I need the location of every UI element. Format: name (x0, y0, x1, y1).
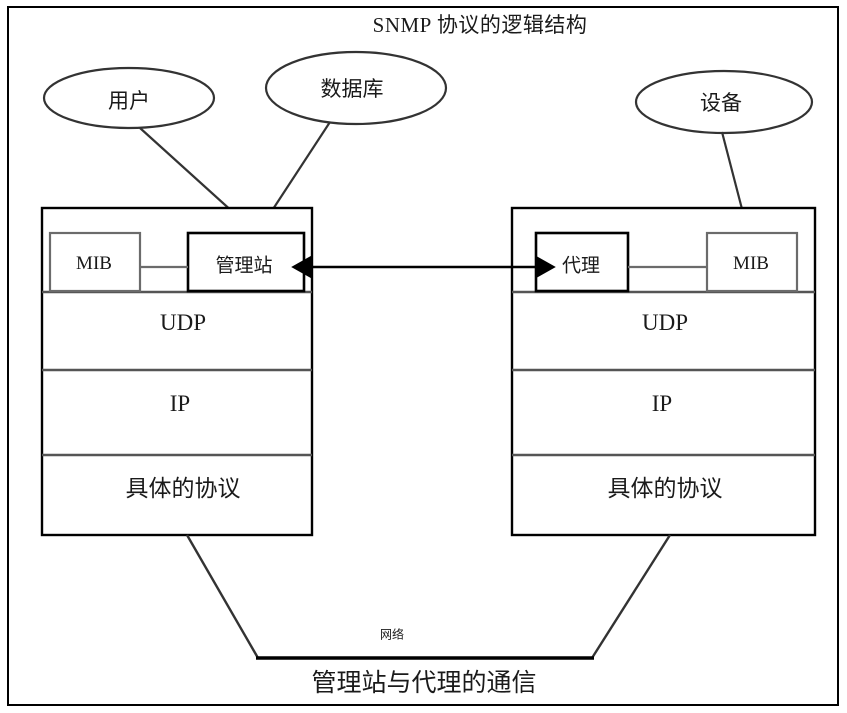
manager-ip-label: IP (169, 391, 191, 416)
diagram-title: SNMP 协议的逻辑结构 (372, 13, 588, 37)
manager-udp-label: UDP (159, 310, 207, 335)
manager-mib-label: MIB (76, 253, 112, 274)
agent-ip-label: IP (651, 391, 673, 416)
diagram-caption: 管理站与代理的通信 (311, 670, 537, 697)
manager-station-label: 管理站 (215, 255, 273, 277)
diagram-outer-frame (7, 6, 839, 706)
agent-mib-label: MIB (733, 253, 769, 274)
agent-udp-label: UDP (641, 310, 689, 335)
network-label: 网络 (379, 627, 405, 642)
agent-proto-label: 具体的协议 (607, 476, 723, 501)
ellipse-user-label: 用户 (108, 89, 150, 113)
agent-agent-label: 代理 (561, 255, 601, 277)
manager-proto-label: 具体的协议 (125, 476, 241, 501)
ellipse-database-label: 数据库 (320, 77, 384, 101)
ellipse-device-label: 设备 (700, 91, 742, 115)
